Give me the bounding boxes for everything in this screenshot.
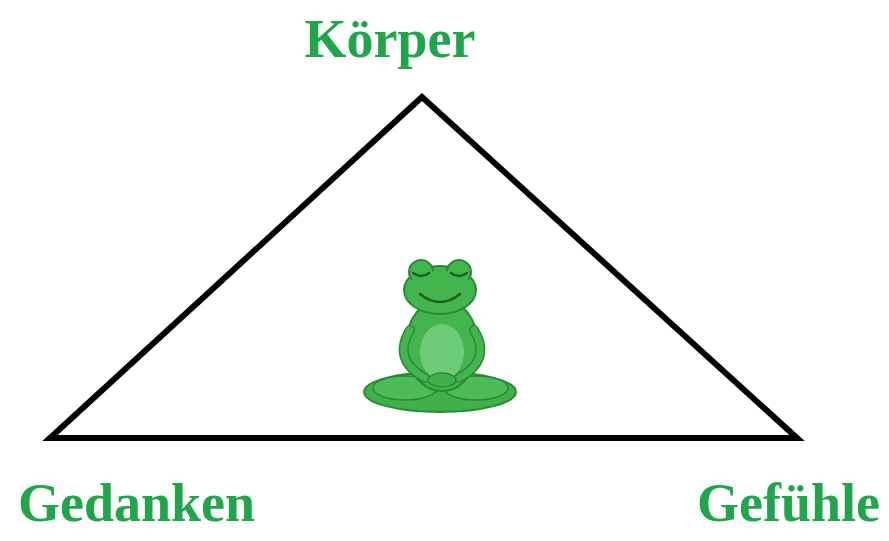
vertex-label: Gefühle <box>697 474 880 533</box>
vertex-label: Körper <box>305 10 476 69</box>
meditating-frog <box>364 260 516 412</box>
vertex-label: Gedanken <box>18 474 255 533</box>
triangle-outline <box>50 97 797 438</box>
